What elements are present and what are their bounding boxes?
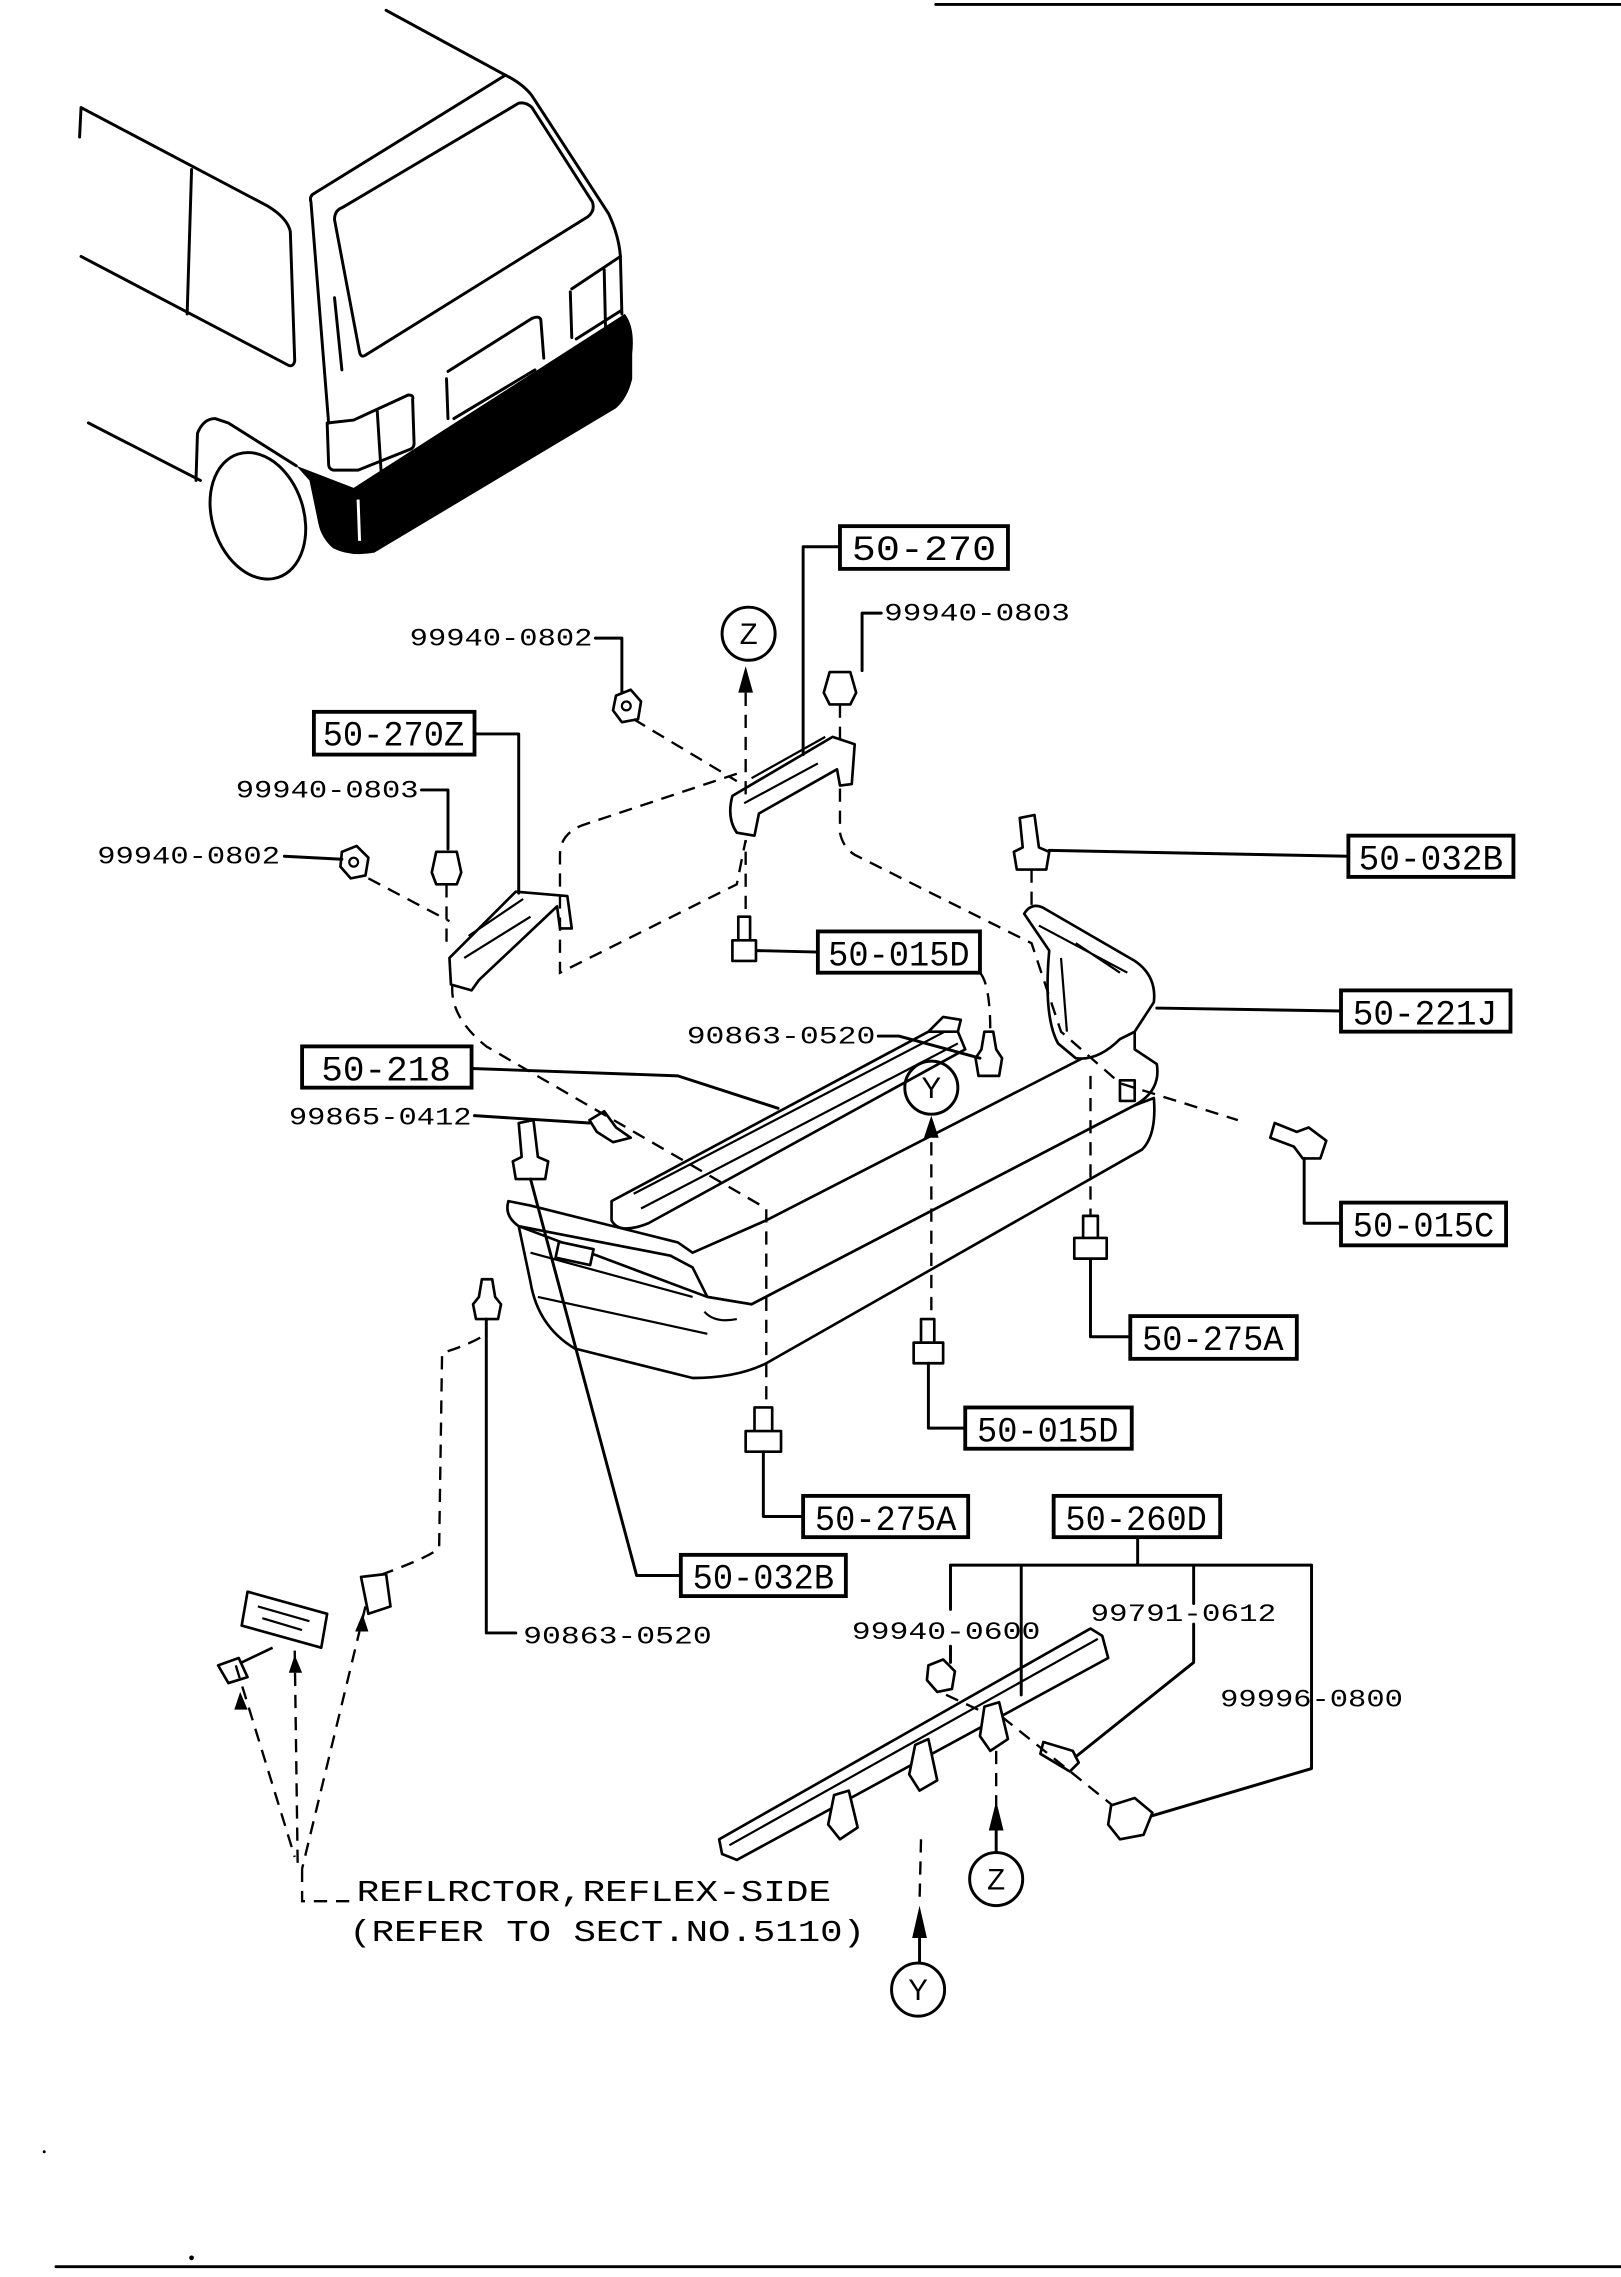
bumper-molding	[717, 1627, 1154, 1862]
screw-99865-0412	[588, 1109, 633, 1144]
rear-window	[333, 101, 595, 358]
marker-label: Y	[908, 1974, 928, 2007]
marker-y-lower: Y	[890, 1961, 947, 2018]
part-number-label[interactable]: 90863-0520	[523, 1622, 712, 1651]
leader-lines	[282, 545, 1350, 1818]
bolt-50-015d-center	[912, 1317, 945, 1365]
callout-label: 50-015D	[828, 936, 969, 976]
retainer-50-032b-left	[511, 1118, 550, 1181]
arrow-up-icon	[288, 1655, 303, 1673]
screw-90863-0520-lower	[471, 1277, 503, 1321]
bracket-right	[728, 735, 857, 837]
nut-99940-0803-right	[822, 670, 858, 706]
part-number-label[interactable]: 99940-0803	[884, 599, 1070, 628]
callout-label: 50-015C	[1353, 1208, 1494, 1248]
callout-label: 50-275A	[1142, 1321, 1284, 1361]
marker-label: Z	[987, 1863, 1005, 1896]
marker-label: Y	[922, 1072, 942, 1105]
marker-y-upper: Y	[903, 1059, 960, 1116]
bumper-assembly	[216, 670, 1328, 1862]
callout-50-270[interactable]: 50-270	[838, 524, 1010, 571]
bumper-reinforcement	[610, 1030, 967, 1230]
arrow-up-icon	[234, 1691, 248, 1710]
callout-50-015d-center[interactable]: 50-015D	[963, 1405, 1134, 1452]
callout-50-218[interactable]: 50-218	[300, 1044, 474, 1091]
arrow-up-icon	[912, 1905, 927, 1939]
license-plate-area	[445, 315, 546, 421]
rear-wheel	[208, 451, 308, 581]
assembly-dashed-lines	[234, 692, 1239, 1903]
reflector-note-line1: REFLRCTOR,REFLEX-SIDE	[357, 1876, 832, 1911]
callout-label: 50-270	[852, 531, 996, 571]
part-number-label[interactable]: 99940-0802	[410, 625, 593, 654]
scan-dot	[42, 2150, 46, 2154]
nut-99940-0802-left	[339, 844, 370, 880]
part-number-label[interactable]: 99791-0612	[1090, 1600, 1276, 1629]
side-reflector	[216, 1572, 392, 1685]
callout-label: 50-270Z	[323, 717, 464, 757]
arrow-up-icon	[988, 1800, 1004, 1831]
vehicle-rear-illustration	[78, 8, 633, 581]
callout-label: 50-015D	[977, 1412, 1118, 1452]
part-number-label[interactable]: 99940-0600	[852, 1618, 1041, 1647]
callout-50-221j[interactable]: 50-221J	[1339, 988, 1513, 1035]
reflector-note-line2: (REFER TO SECT.NO.5110)	[349, 1916, 865, 1951]
callout-50-032b-left[interactable]: 50-032B	[678, 1552, 848, 1600]
marker-label: Z	[740, 618, 758, 651]
callout-label: 50-032B	[1359, 841, 1503, 881]
callout-50-260d[interactable]: 50-260D	[1051, 1493, 1223, 1541]
part-number-label[interactable]: 99865-0412	[289, 1103, 472, 1132]
arrow-up-icon	[355, 1613, 369, 1632]
callout-label: 50-218	[321, 1051, 451, 1091]
bumper-lower-skirt	[517, 1096, 1156, 1380]
part-number-label[interactable]: 99996-0800	[1220, 1686, 1403, 1715]
nut-99940-0803-left	[430, 850, 463, 886]
part-number-label[interactable]: 99940-0802	[97, 843, 280, 872]
callout-label: 50-260D	[1065, 1501, 1206, 1541]
nut-50-275a-right	[1072, 1214, 1109, 1260]
direction-arrows	[234, 666, 1004, 1965]
callout-50-270z[interactable]: 50-270Z	[311, 709, 477, 757]
callout-label: 50-221J	[1353, 995, 1497, 1035]
callout-50-275a-lower[interactable]: 50-275A	[801, 1493, 971, 1541]
retainer-50-032b-upper	[1012, 813, 1051, 871]
screw-90863-0520-upper	[974, 1030, 1004, 1078]
callout-50-275a-right[interactable]: 50-275A	[1128, 1314, 1299, 1361]
part-number-label[interactable]: 90863-0520	[687, 1022, 876, 1051]
callout-label: 50-032B	[693, 1560, 834, 1600]
scan-dot	[189, 2255, 194, 2261]
callout-50-015c[interactable]: 50-015C	[1339, 1200, 1508, 1248]
arrow-up-icon	[923, 1115, 939, 1138]
tail-light-right	[568, 254, 622, 341]
part-number-label[interactable]: 99940-0803	[236, 776, 419, 805]
side-bracket	[1022, 904, 1156, 1060]
callout-label: 50-275A	[815, 1501, 957, 1541]
bracket-left	[448, 890, 574, 992]
marker-z-upper: Z	[720, 605, 777, 662]
callout-50-015d-upper[interactable]: 50-015D	[815, 929, 982, 976]
nut-99940-0802-upper	[611, 688, 643, 724]
callout-50-032b-upper[interactable]: 50-032B	[1346, 833, 1516, 881]
bolt-50-015d-upper	[731, 915, 758, 963]
tail-light-left	[325, 393, 416, 482]
rear-bumper-highlighted	[296, 313, 633, 555]
nut-50-275a-lower	[744, 1406, 783, 1454]
marker-z-lower: Z	[968, 1851, 1025, 1908]
arrow-up-icon	[738, 666, 754, 693]
bolt-50-015c	[1268, 1121, 1328, 1160]
